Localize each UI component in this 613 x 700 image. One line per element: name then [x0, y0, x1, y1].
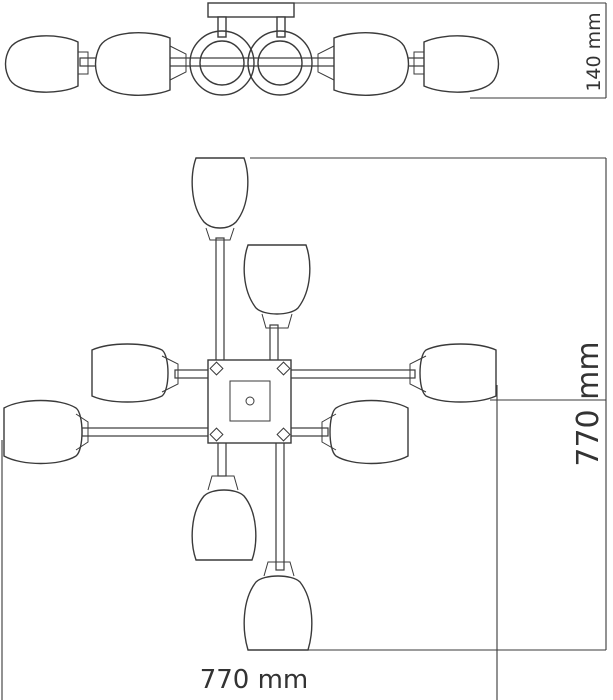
plan-view: 770 mm 770 mm: [1, 157, 607, 700]
height-dimension: 140 mm: [294, 2, 607, 99]
plan-view-center-plate: [207, 359, 292, 444]
side-view-shade-far-left: [4, 35, 89, 93]
depth-dimension-label: 770 mm: [571, 341, 606, 466]
plan-shade-left-lower: [3, 399, 89, 465]
plan-dimension-frame: [1, 157, 607, 700]
side-view-center-rings: [189, 30, 313, 96]
side-view-canopy: [207, 2, 295, 18]
plan-shade-bottom: [243, 561, 313, 651]
height-dimension-label: 140 mm: [583, 12, 605, 91]
side-view-shade-inner-right: [317, 32, 410, 96]
side-view-stem-left: [217, 16, 227, 38]
side-view-stem-right: [276, 16, 286, 38]
plan-shade-right-upper: [409, 343, 497, 403]
plan-shade-top: [191, 157, 249, 241]
side-view-shade-far-right: [413, 35, 500, 93]
plan-shade-lower-center: [191, 475, 257, 561]
side-view-shade-inner-left: [94, 32, 187, 96]
plan-shade-right-lower: [321, 399, 409, 465]
width-dimension-label: 770 mm: [200, 665, 309, 695]
plan-shade-left-upper: [91, 343, 179, 403]
side-view: 140 mm: [4, 2, 607, 99]
plan-shade-upper-center: [243, 244, 311, 329]
